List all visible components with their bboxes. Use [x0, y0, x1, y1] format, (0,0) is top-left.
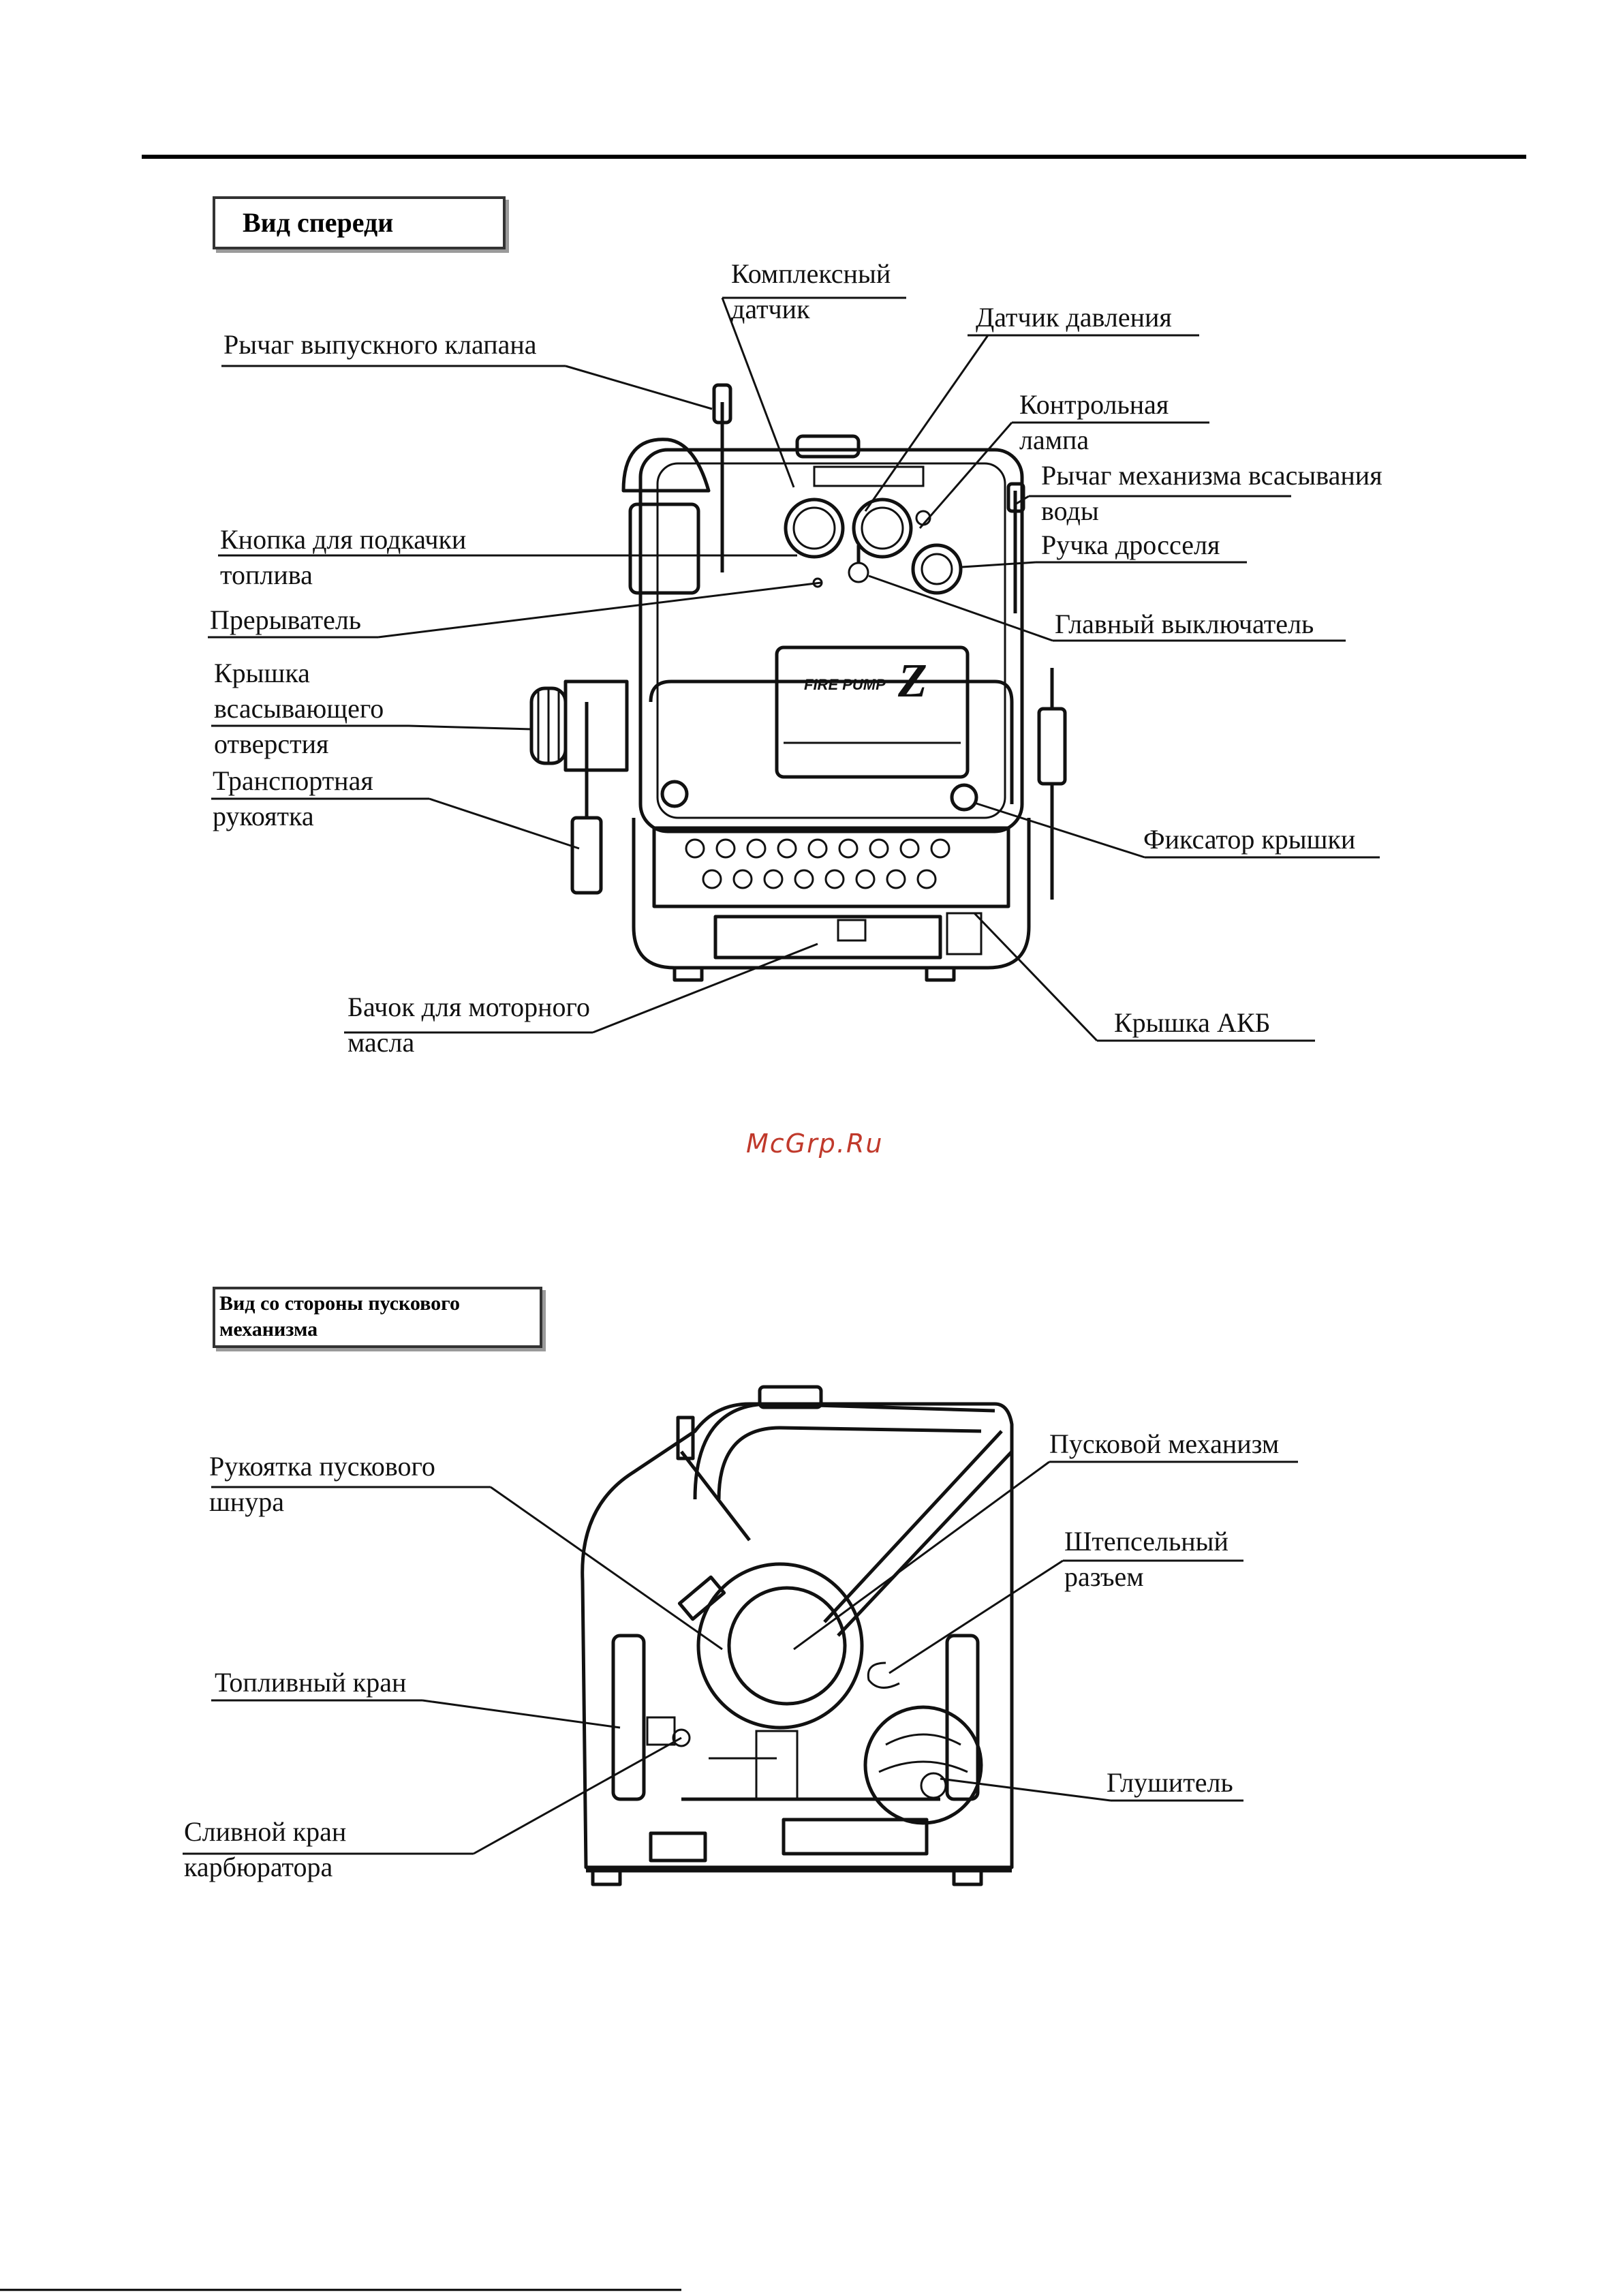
starter-side-drawing	[581, 1385, 1014, 1886]
watermark: McGrp.Ru	[746, 1129, 884, 1159]
label-throttle-knob: Ручка дросселя	[1041, 530, 1220, 560]
label-suction-lever: Рычаг механизма всасывания воды	[1041, 460, 1382, 526]
label-suction-cap: Крышка всасывающего отверстия	[214, 658, 384, 759]
label-main-switch: Главный выключатель	[1055, 609, 1314, 639]
starter-view-title: Вид со стороны пускового механизма	[213, 1287, 542, 1348]
front-view-title: Вид спереди	[213, 196, 506, 249]
label-primer-button: Кнопка для подкачки топлива	[220, 524, 467, 590]
label-drain-valve-lever: Рычаг выпускного клапана	[223, 329, 537, 360]
label-cover-latch: Фиксатор крышки	[1143, 824, 1356, 855]
label-battery-cover: Крышка АКБ	[1114, 1007, 1271, 1038]
label-oil-tank: Бачок для моторного масла	[347, 992, 590, 1058]
label-pressure-sensor: Датчик давления	[976, 302, 1172, 333]
label-plug-connector: Штепсельный разъем	[1064, 1526, 1228, 1592]
label-recoil-handle: Рукоятка пускового шнура	[209, 1451, 435, 1517]
label-starter: Пусковой механизм	[1049, 1428, 1280, 1459]
label-fuel-cock: Топливный кран	[215, 1667, 407, 1698]
label-control-lamp: Контрольная лампа	[1019, 389, 1169, 455]
front-leader-lines	[208, 296, 1380, 1042]
starter-leader-lines	[183, 1460, 1298, 1855]
label-muffler: Глушитель	[1107, 1767, 1233, 1798]
label-carb-drain: Сливной кран карбюратора	[184, 1816, 347, 1882]
svg-text:FIRE PUMP: FIRE PUMP	[804, 676, 886, 693]
label-carry-handle: Транспортная рукоятка	[213, 765, 373, 831]
front-pump-drawing: FIRE PUMP Z	[529, 383, 1067, 982]
label-complex-sensor: Комплексный датчик	[731, 258, 891, 324]
label-breaker: Прерыватель	[210, 604, 362, 635]
